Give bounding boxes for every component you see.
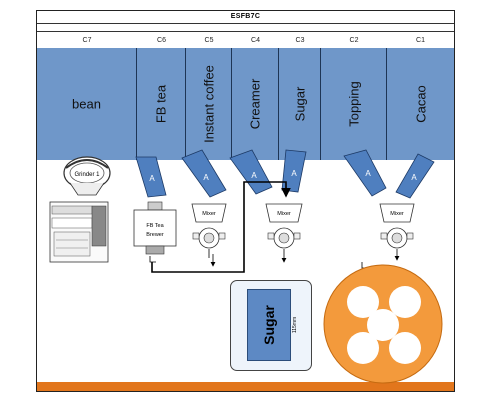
chute-label: A [291,169,297,178]
band-instant-coffee: Instant coffee [186,48,232,160]
espresso-unit [49,201,109,263]
column-code-c6: C6 [157,37,166,44]
mixer-label: Mixer [202,211,216,217]
brewer-label-line-2: Brewer [146,232,164,238]
mixer-instant-coffee: Mixer [191,203,227,267]
band-fb-tea: FB tea [137,48,186,160]
band-label-bean: bean [72,96,101,112]
column-code-c7: C7 [82,37,92,44]
title-divider [37,23,454,24]
band-creamer: Creamer [232,48,279,160]
chute-label: A [411,173,417,182]
grinder: Grinder 1 [63,156,111,196]
chute-label: A [203,173,209,182]
column-code-c5: C5 [204,37,214,44]
sugar-cartridge-size: 115mm [292,316,298,334]
mixer-label: Mixer [277,211,291,217]
mixer-label: Mixer [390,211,404,217]
brewer-label-line-1: FB Tea [146,223,164,229]
grinder-label: Grinder 1 [74,172,100,178]
flow-line [151,181,291,273]
chute-label: A [149,174,155,183]
band-sugar: Sugar [279,48,321,160]
column-code-c4: C4 [251,37,260,44]
sugar-cartridge-label: Sugar [261,305,277,345]
chute-topping: A [343,149,387,197]
column-code-c2: C2 [349,37,359,44]
chute-creamer: A [229,149,273,195]
mixer-creamer-sugar: Mixer [265,203,303,263]
chute-fb-tea: A [135,156,167,198]
sugar-cartridge-body: Sugar [247,289,291,361]
chute-cacao: A [395,153,435,199]
chute-label: A [365,169,371,178]
diagram-title: ESFB7C [230,13,261,20]
mixer-topping-cacao: Mixer [361,203,415,269]
cup-dispenser [323,264,443,384]
band-cacao: Cacao [387,48,454,160]
band-bean: bean [37,48,137,160]
column-code-c1: C1 [416,37,425,44]
fb-tea-brewer: FB Tea Brewer [133,201,177,263]
chute-instant-coffee: A [181,149,227,198]
band-topping: Topping [321,48,387,160]
column-code-c3: C3 [295,37,305,44]
chute-sugar: A [281,149,307,193]
chute-label: A [251,171,257,180]
sugar-cartridge: Sugar 115mm [230,280,312,371]
header-divider [37,31,454,32]
base-strip [37,382,454,391]
